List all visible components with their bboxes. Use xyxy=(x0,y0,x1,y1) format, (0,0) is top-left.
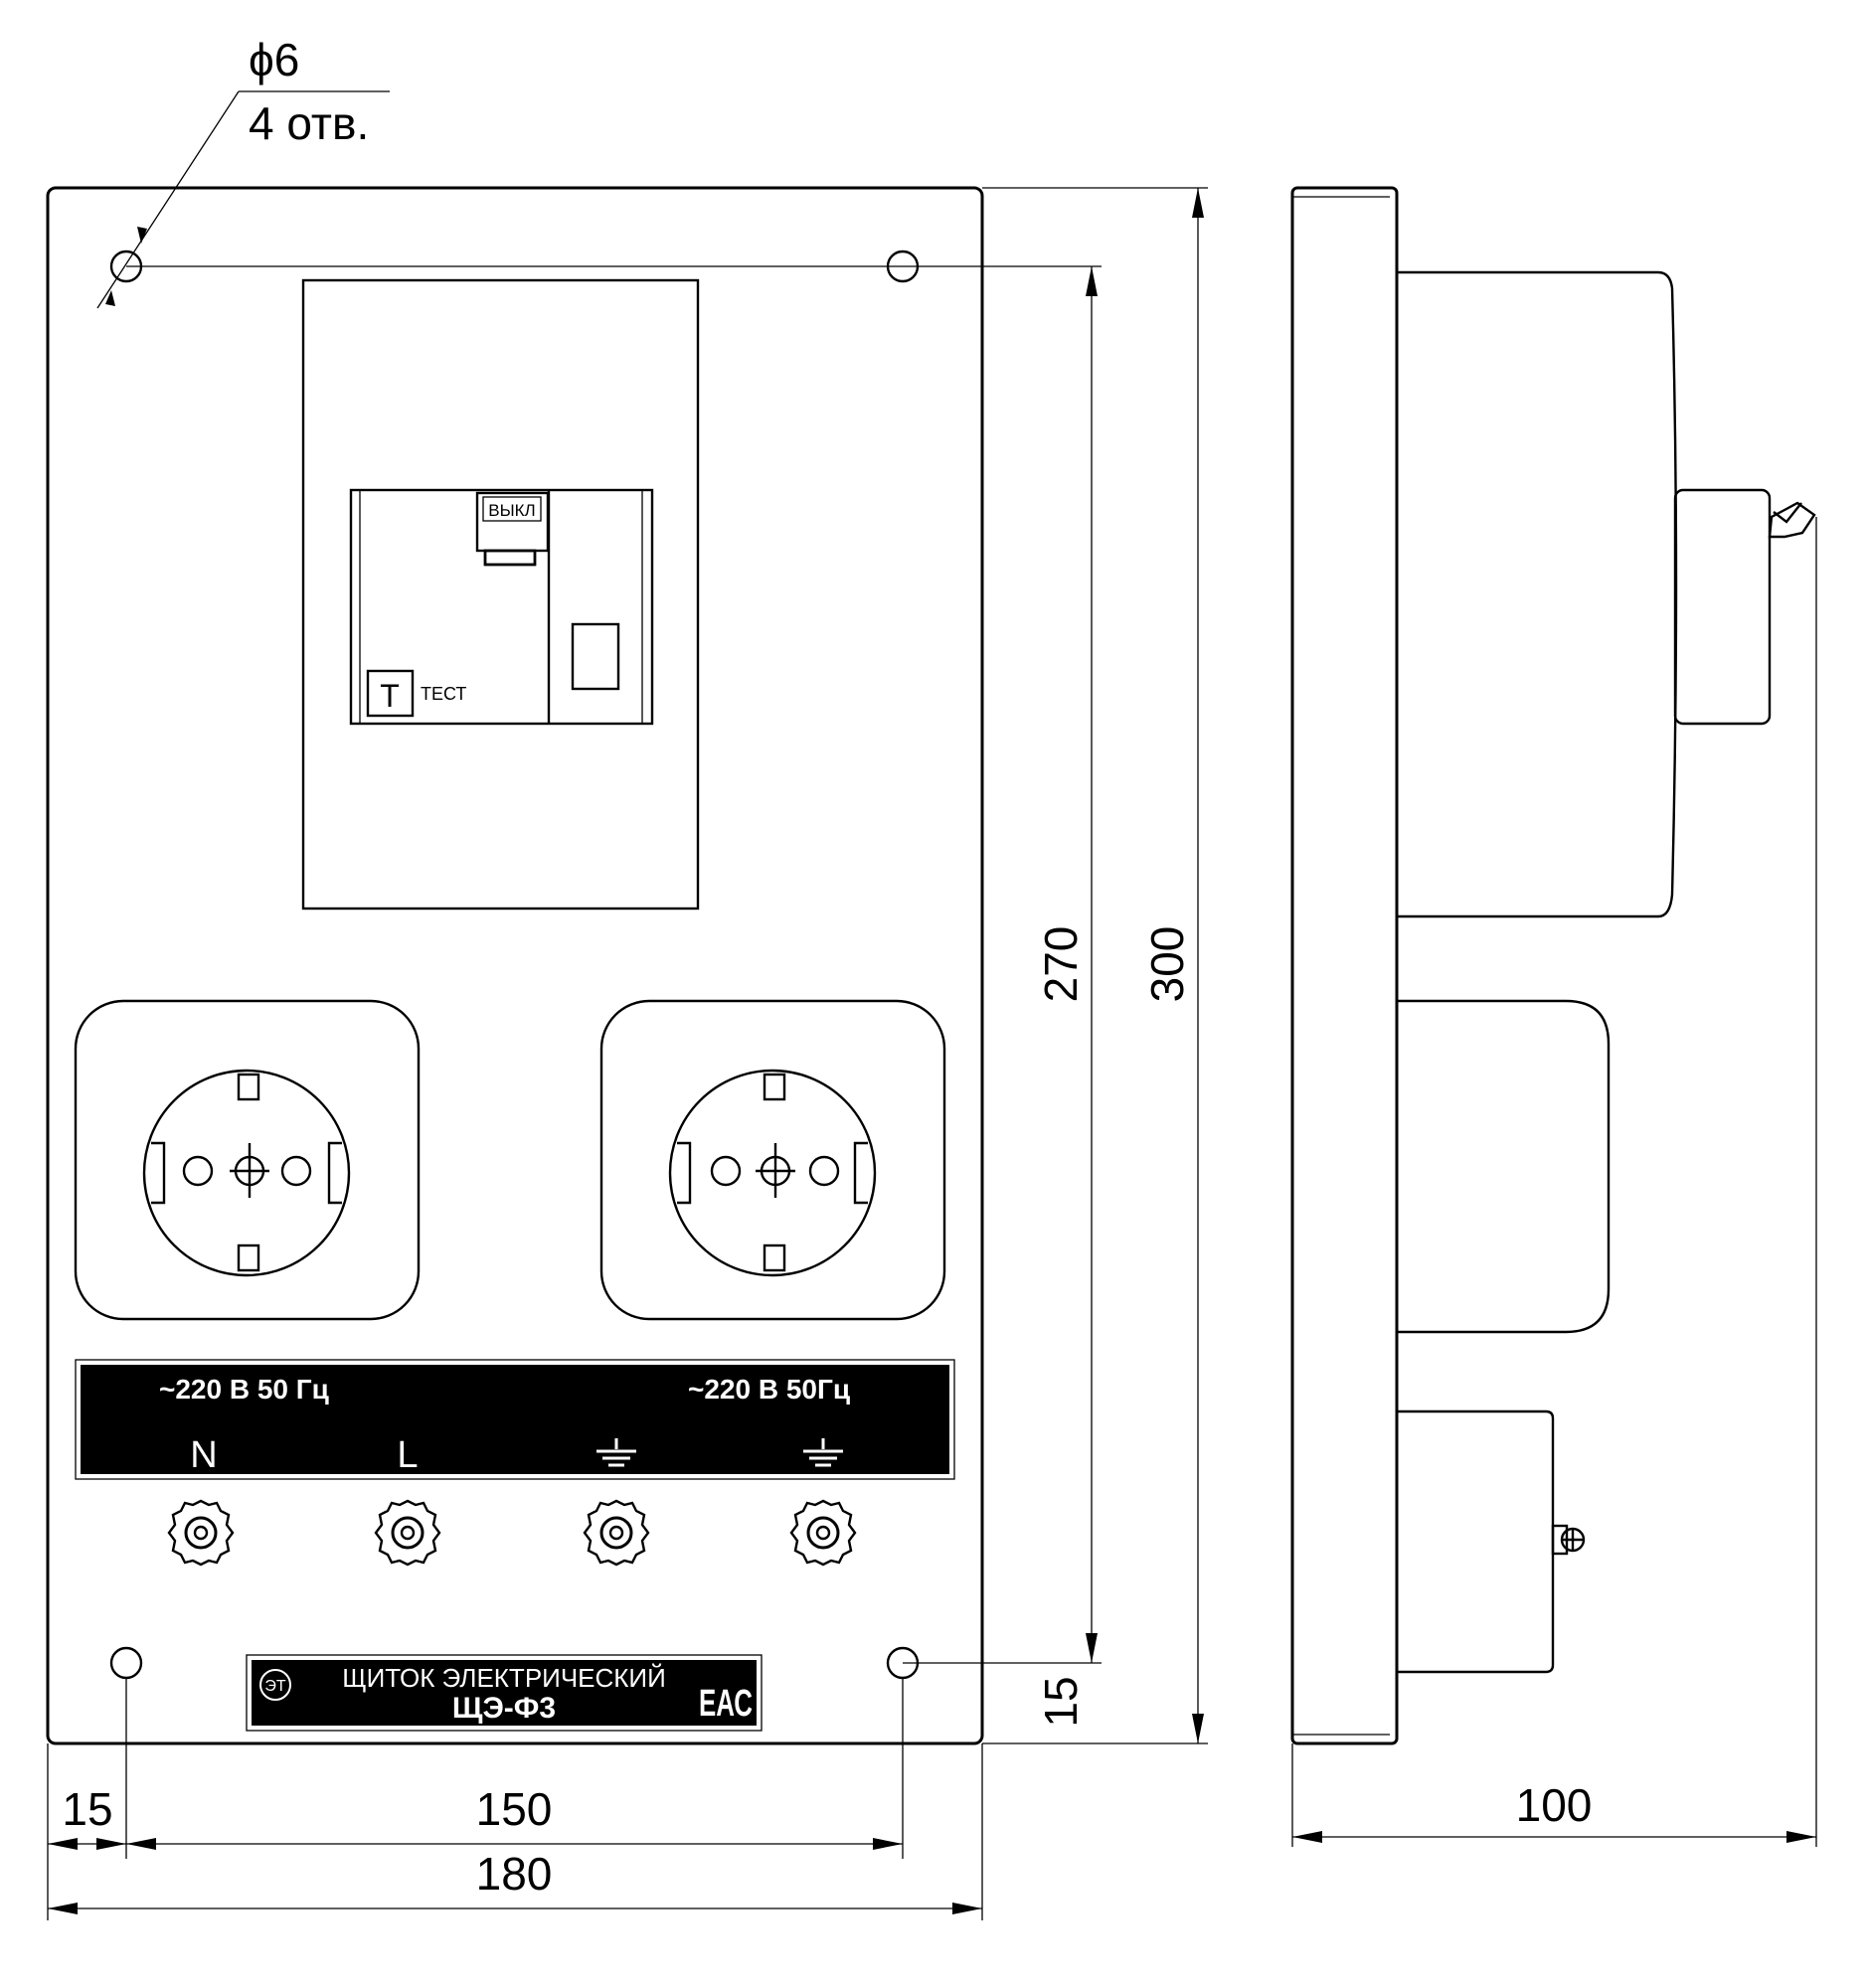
eac-mark: ЕАС xyxy=(699,1683,753,1725)
socket-right-frame xyxy=(599,999,946,1321)
socket-right xyxy=(599,999,946,1321)
dim-300: 300 xyxy=(1141,926,1193,1003)
rcd-housing xyxy=(301,278,700,911)
rcd-test-button xyxy=(366,669,415,718)
socket-right-ground-clip-top xyxy=(763,1073,786,1101)
front-panel-outline xyxy=(46,186,984,1745)
rcd-test-label: ТЕСТ xyxy=(421,684,466,704)
socket-left xyxy=(74,999,421,1321)
voltage-label-right: ~220 В 50Гц xyxy=(688,1374,850,1405)
dim-150: 150 xyxy=(476,1783,553,1835)
rcd-off-label: ВЫКЛ xyxy=(488,501,535,520)
nameplate-fill xyxy=(252,1660,757,1726)
dim-270: 270 xyxy=(1035,926,1087,1003)
dim-100: 100 xyxy=(1516,1779,1593,1831)
mounting-hole-bottom-left xyxy=(109,1646,143,1680)
front-view: ВЫКЛ Т ТЕСТ xyxy=(46,34,1208,1745)
callout-holes: 4 отв. xyxy=(249,97,369,149)
terminal-label-strip-fill xyxy=(81,1365,949,1474)
rcd-breaker: ВЫКЛ Т ТЕСТ xyxy=(301,278,700,911)
terminal-label-l: L xyxy=(397,1434,418,1476)
side-rcd-lever xyxy=(1768,501,1816,539)
socket-left-ground-clip-bottom xyxy=(237,1243,260,1272)
dim-bottom-15: 15 xyxy=(1035,1676,1087,1727)
dim-left-15: 15 xyxy=(62,1783,112,1835)
ground-icon xyxy=(596,1438,636,1467)
terminal-nuts xyxy=(167,1499,857,1567)
terminal-nut-l xyxy=(374,1499,441,1567)
socket-left-pin-hole-right xyxy=(280,1155,312,1187)
rcd-indicator-window xyxy=(571,622,620,691)
side-rcd-housing xyxy=(1397,270,1678,918)
rcd-module xyxy=(349,488,654,726)
side-sockets xyxy=(1397,999,1611,1334)
terminal-label-n: N xyxy=(190,1434,217,1476)
callout-diameter: ϕ6 xyxy=(249,34,299,85)
nameplate-line2: ЩЭ-Ф3 xyxy=(452,1692,556,1725)
side-view: 100 xyxy=(1290,186,1817,1847)
nameplate: ЭТ ЩИТОК ЭЛЕКТРИЧЕСКИЙ ЩЭ-Ф3 ЕАС xyxy=(246,1654,763,1732)
socket-right-pin-hole-right xyxy=(808,1155,840,1187)
socket-right-face xyxy=(668,1069,877,1277)
et-logo-icon: ЭТ xyxy=(259,1669,291,1701)
terminal-nut-n xyxy=(167,1499,235,1567)
terminal-nut-pe1 xyxy=(583,1499,650,1567)
side-terminal-block xyxy=(1397,1409,1555,1674)
side-rcd-module xyxy=(1673,488,1772,726)
voltage-label-left: ~220 В 50 Гц xyxy=(159,1374,329,1405)
ground-icon xyxy=(803,1438,843,1467)
rcd-test-button-letter: Т xyxy=(380,678,400,714)
socket-left-ground-clip-top xyxy=(237,1073,260,1101)
socket-left-pin-hole-left xyxy=(182,1155,214,1187)
terminal-nut-pe2 xyxy=(789,1499,857,1567)
socket-left-frame xyxy=(74,999,421,1321)
socket-right-pin-hole-left xyxy=(710,1155,742,1187)
socket-left-face xyxy=(142,1069,351,1277)
side-screw-icon xyxy=(1551,1524,1586,1556)
dimensions-front: 270 300 15 15 150 180 xyxy=(47,188,1204,1920)
socket-right-ground-clip-bottom xyxy=(763,1243,786,1272)
nameplate-logo: ЭТ xyxy=(264,1678,286,1695)
terminal-label-strip: ~220 В 50 Гц ~220 В 50Гц N L xyxy=(75,1359,955,1480)
side-back-plate xyxy=(1290,186,1399,1745)
hole-callout: ϕ6 4 отв. xyxy=(96,34,390,309)
nameplate-line1: ЩИТОК ЭЛЕКТРИЧЕСКИЙ xyxy=(342,1663,666,1693)
dim-180: 180 xyxy=(476,1848,553,1900)
